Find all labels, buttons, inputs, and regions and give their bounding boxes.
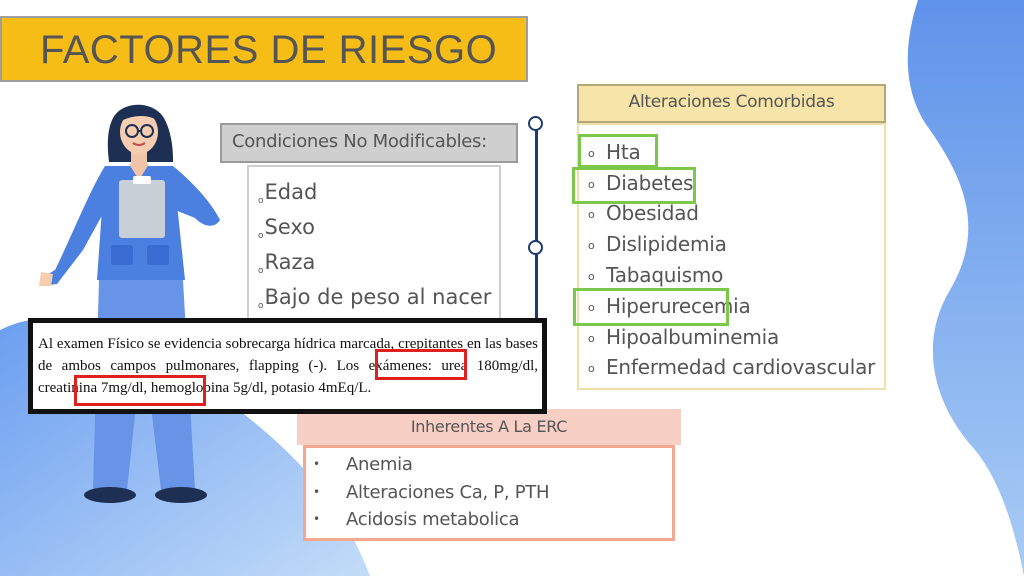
title-banner <box>0 16 528 82</box>
bullet-icon: • <box>313 512 320 526</box>
highlight-box-hiperurecemia <box>573 288 729 326</box>
inherentes-list-box <box>303 445 675 541</box>
inherentes-header-box <box>297 409 681 445</box>
bullet-icon: o <box>588 362 595 375</box>
bullet-icon: o <box>588 270 595 283</box>
alteraciones-header-box <box>577 84 886 123</box>
bullet-icon: o <box>258 196 264 206</box>
condicion-item: oRaza <box>258 250 316 276</box>
inherente-item: •Anemia <box>313 454 413 475</box>
condicion-item: oEdad <box>258 180 318 206</box>
condicion-item: oSexo <box>258 215 316 241</box>
inherente-item: •Alteraciones Ca, P, PTH <box>313 482 550 503</box>
exam-findings-box <box>28 318 547 414</box>
exam-findings-text: Al examen Físico se evidencia sobrecarga… <box>38 336 538 396</box>
bullet-icon: o <box>588 178 595 191</box>
bullet-icon: o <box>258 231 264 241</box>
nurse-illustration <box>39 104 220 503</box>
timeline-dot <box>528 116 543 131</box>
condiciones-header: Condiciones No Modificables: <box>232 131 487 152</box>
highlight-box-diabetes <box>572 167 696 204</box>
bullet-icon: o <box>258 301 264 311</box>
highlight-box-hta <box>578 134 658 168</box>
highlight-box-urea <box>375 349 467 380</box>
bullet-icon: o <box>588 301 595 314</box>
condicion-item: oBajo de peso al nacer <box>258 285 492 311</box>
alteraciones-header: Alteraciones Comorbidas <box>628 92 835 112</box>
inherentes-header: Inherentes A La ERC <box>410 417 568 436</box>
slide-title: FACTORES DE RIESGO <box>40 28 498 72</box>
bullet-icon: o <box>588 147 595 160</box>
bullet-icon: • <box>313 485 320 499</box>
timeline-dot <box>528 240 543 255</box>
timeline-line <box>535 126 538 426</box>
bullet-icon: o <box>258 266 264 276</box>
bullet-icon: o <box>588 208 595 221</box>
condiciones-header-box <box>220 123 518 163</box>
bullet-icon: • <box>313 457 320 471</box>
bullet-icon: o <box>588 239 595 252</box>
highlight-box-hemoglobina <box>74 375 206 406</box>
bullet-icon: o <box>588 332 595 345</box>
inherente-item: •Acidosis metabolica <box>313 509 520 530</box>
